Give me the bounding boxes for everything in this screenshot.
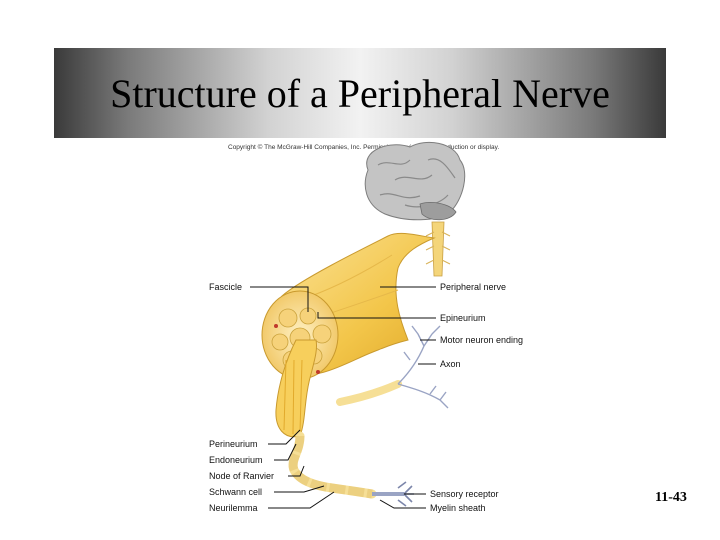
label-endoneurium: Endoneurium [209, 455, 263, 465]
label-epineurium: Epineurium [440, 313, 486, 323]
label-neurilemma: Neurilemma [209, 503, 258, 513]
myelinated-axon [288, 431, 377, 499]
label-fascicle: Fascicle [209, 282, 243, 292]
label-sensory-receptor: Sensory receptor [430, 489, 499, 499]
label-node-of-ranvier: Node of Ranvier [209, 471, 275, 481]
copyright-notice: Copyright © The McGraw-Hill Companies, I… [228, 144, 500, 151]
brain [364, 141, 466, 221]
label-leader-lines [250, 286, 436, 509]
label-myelin-sheath: Myelin sheath [430, 503, 486, 513]
label-perineurium: Perineurium [209, 439, 258, 449]
label-peripheral-nerve: Peripheral nerve [440, 282, 507, 292]
label-axon: Axon [440, 359, 461, 369]
slide-title: Structure of a Peripheral Nerve [110, 70, 610, 116]
label-schwann-cell: Schwann cell [209, 487, 263, 497]
label-motor-neuron-ending: Motor neuron ending [440, 335, 524, 345]
page-number: 11-43 [655, 490, 687, 505]
title-bar: Structure of a Peripheral Nerve [54, 48, 666, 138]
motor-axon [336, 380, 402, 406]
spinal-cord [431, 221, 445, 277]
